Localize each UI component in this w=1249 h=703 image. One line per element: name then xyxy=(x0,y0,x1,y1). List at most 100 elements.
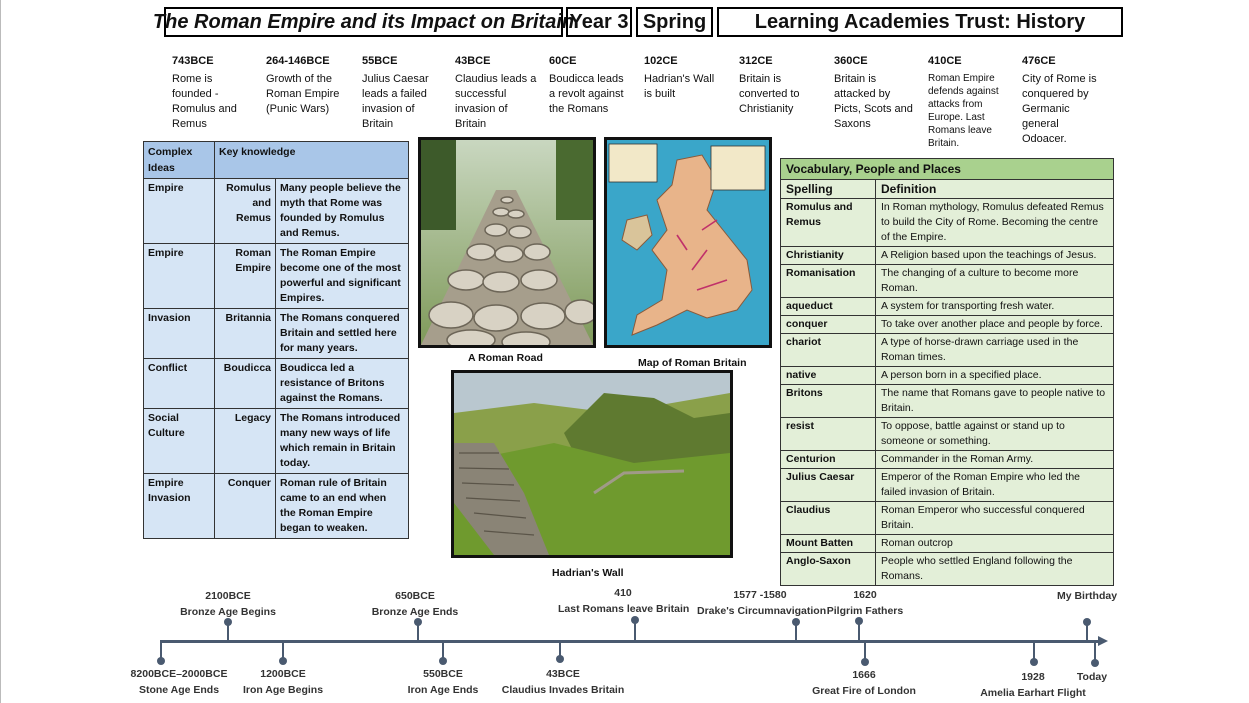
timeline-dot xyxy=(279,657,287,665)
vocab-term: aqueduct xyxy=(780,297,876,316)
vocab-header-row: Spelling Definition xyxy=(780,179,1114,199)
vocab-title: Vocabulary, People and Places xyxy=(780,158,1114,180)
roman-road-caption: A Roman Road xyxy=(468,352,543,364)
timeline-label: Bronze Age Ends xyxy=(371,606,459,618)
vocabulary-table: Vocabulary, People and Places Spelling D… xyxy=(780,158,1114,586)
idea-cell: Conflict xyxy=(143,358,215,409)
knowledge-text-cell: Roman rule of Britain came to an end whe… xyxy=(275,473,409,539)
vocab-term: Julius Caesar xyxy=(780,468,876,502)
vocab-definition: The name that Romans gave to people nati… xyxy=(875,384,1114,418)
vocab-term: Centurion xyxy=(780,450,876,469)
timeline-dot xyxy=(1030,658,1038,666)
table-row: Invasion Britannia The Romans conquered … xyxy=(143,308,409,359)
timeline-dot xyxy=(556,655,564,663)
header-definition: Definition xyxy=(875,179,1114,199)
timeline-date: 476CE xyxy=(1022,55,1056,67)
timeline-arrow-icon xyxy=(1098,636,1108,646)
timeline-date: 650BCE xyxy=(395,590,435,602)
table-row: Empire Roman Empire The Roman Empire bec… xyxy=(143,243,409,309)
knowledge-text-cell: The Romans introduced many new ways of l… xyxy=(275,408,409,474)
timeline-date: 360CE xyxy=(834,55,868,67)
key-cell: Boudicca xyxy=(214,358,276,409)
vocab-definition: People who settled England following the… xyxy=(875,552,1114,586)
timeline-label: Great Fire of London xyxy=(812,685,916,697)
timeline-label: Iron Age Begins xyxy=(242,684,324,696)
timeline-tick xyxy=(1094,643,1096,663)
knowledge-text-cell: Boudicca led a resistance of Britons aga… xyxy=(275,358,409,409)
timeline-tick xyxy=(227,622,229,640)
vocab-definition: A type of horse-drawn carriage used in t… xyxy=(875,333,1114,367)
vocab-term: Romulus and Remus xyxy=(780,198,876,247)
timeline-date: 264-146BCE xyxy=(266,55,330,67)
timeline-label: Drake's Circumnavigation xyxy=(697,605,827,617)
vocab-title-row: Vocabulary, People and Places xyxy=(780,158,1114,180)
vocab-definition: Emperor of the Roman Empire who led the … xyxy=(875,468,1114,502)
roman-britain-map-caption: Map of Roman Britain xyxy=(638,357,747,369)
timeline-text: Claudius leads a successful invasion of … xyxy=(455,73,537,130)
header-key-knowledge: Key knowledge xyxy=(214,141,409,179)
header-spelling: Spelling xyxy=(780,179,876,199)
timeline-date: 550BCE xyxy=(423,668,463,680)
roman-britain-map-image xyxy=(604,137,772,348)
vocab-definition: In Roman mythology, Romulus defeated Rem… xyxy=(875,198,1114,247)
year-label: Year 3 xyxy=(566,7,632,37)
timeline-dot xyxy=(855,617,863,625)
vocab-definition: To take over another place and people by… xyxy=(875,315,1114,334)
timeline-date: 102CE xyxy=(644,55,678,67)
vocab-term: conquer xyxy=(780,315,876,334)
timeline-event: 1200BCE Iron Age Begins xyxy=(238,666,328,698)
timeline-date: Today xyxy=(1076,671,1108,683)
header-complex-ideas: Complex Ideas xyxy=(143,141,215,179)
knowledge-text-cell: The Romans conquered Britain and settled… xyxy=(275,308,409,359)
timeline-tick xyxy=(1086,622,1088,640)
timeline-event: 650BCE Bronze Age Ends xyxy=(370,588,460,620)
timeline-date: 1620 xyxy=(853,589,877,601)
vocab-term: native xyxy=(780,366,876,385)
timeline-date: 1666 xyxy=(852,669,876,681)
vocab-term: resist xyxy=(780,417,876,451)
vocab-definition: Commander in the Roman Army. xyxy=(875,450,1114,469)
timeline-tick xyxy=(282,643,284,661)
timeline-label: My Birthday xyxy=(1056,590,1118,602)
timeline-tick xyxy=(634,620,636,640)
timeline-tick xyxy=(795,622,797,640)
vocab-term: Anglo-Saxon xyxy=(780,552,876,586)
timeline-label: Iron Age Ends xyxy=(407,684,479,696)
timeline-date: 55BCE xyxy=(362,55,398,67)
timeline-label: Bronze Age Begins xyxy=(180,606,276,618)
timeline-tick xyxy=(442,643,444,661)
vocab-definition: A system for transporting fresh water. xyxy=(875,297,1114,316)
timeline-date: 1200BCE xyxy=(260,668,306,680)
vocab-term: chariot xyxy=(780,333,876,367)
timeline-label: Stone Age Ends xyxy=(138,684,220,696)
timeline-date: 1928 xyxy=(1021,671,1045,683)
table-row: Empire Romulus and Remus Many people bel… xyxy=(143,178,409,244)
timeline-text: Rome is founded -Romulus and Remus xyxy=(172,73,237,130)
term-label: Spring xyxy=(636,7,713,37)
table-row: Conflict Boudicca Boudicca led a resista… xyxy=(143,358,409,409)
timeline-text: Roman Empire defends against attacks fro… xyxy=(928,73,999,149)
timeline-label: Last Romans leave Britain xyxy=(558,603,690,615)
timeline-label: Amelia Earhart Flight xyxy=(980,687,1086,699)
timeline-dot xyxy=(1083,618,1091,626)
idea-cell: Empire xyxy=(143,178,215,244)
